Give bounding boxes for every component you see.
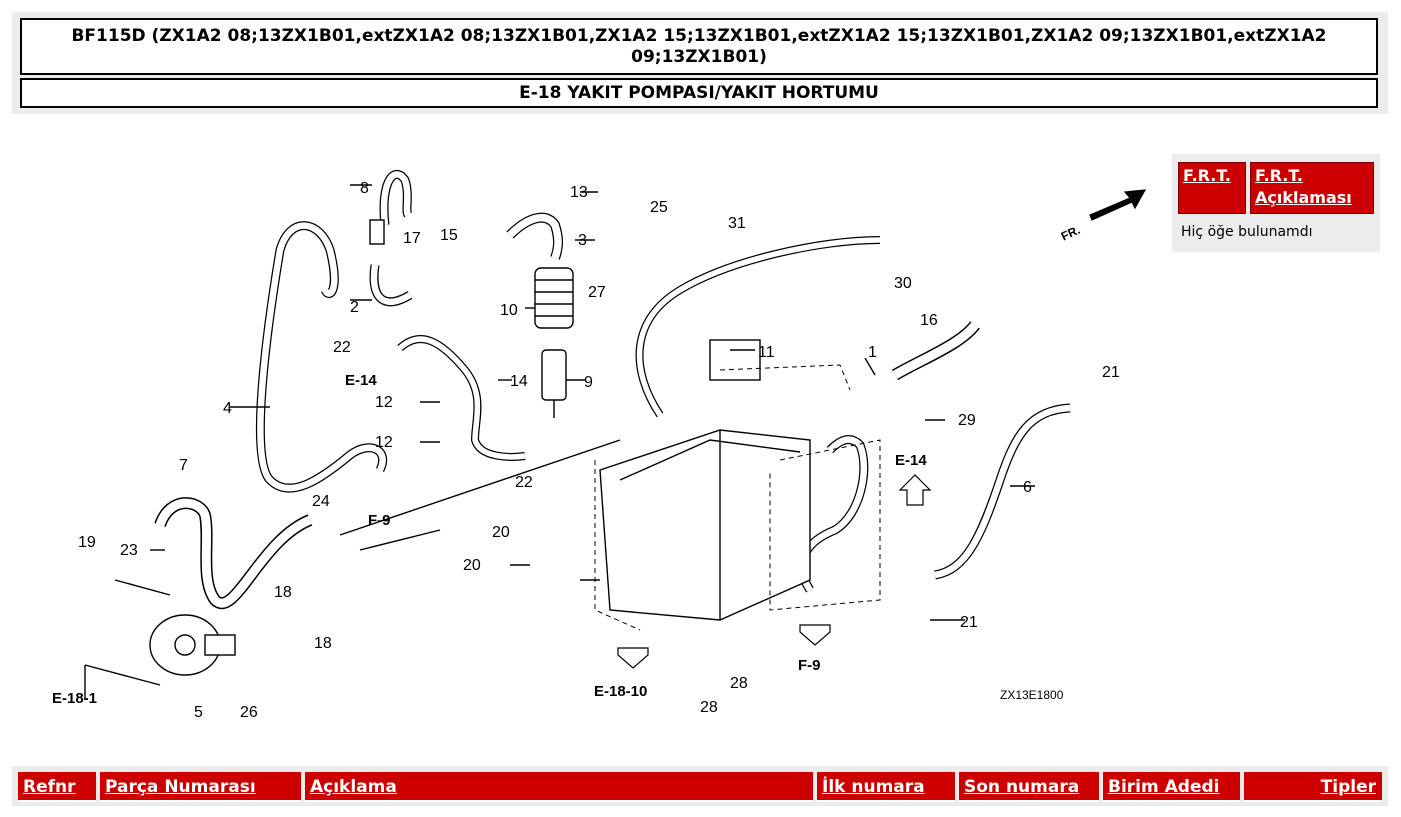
column-header-unit-qty[interactable]: Birim Adedi: [1103, 772, 1240, 802]
callout-27: 27: [588, 284, 606, 301]
frt-empty-message: Hiç öğe bulunamdı: [1181, 224, 1313, 240]
callout-5: 5: [194, 704, 203, 720]
callout-12a: 12: [375, 394, 393, 411]
callout-18b: 18: [314, 635, 332, 652]
callout-7: 7: [179, 457, 188, 474]
ref-f9-right[interactable]: F-9: [798, 657, 821, 674]
group-title: E-18 YAKIT POMPASI/YAKIT HORTUMU: [20, 78, 1378, 108]
callout-18a: 18: [274, 584, 292, 601]
callout-26: 26: [240, 704, 258, 720]
frt-column-header[interactable]: F.R.T.: [1178, 162, 1246, 214]
callout-29: 29: [958, 412, 976, 429]
parts-diagram-drawing: 8 17 15 2 13 25 3 31 10 27 22 11 9 14 4 …: [52, 170, 1147, 720]
direction-label: FR.: [1059, 223, 1082, 244]
column-header-last-number[interactable]: Son numara: [959, 772, 1099, 802]
callout-3: 3: [578, 232, 587, 249]
parts-diagram: 8 17 15 2 13 25 3 31 10 27 22 11 9 14 4 …: [20, 140, 1170, 720]
callout-28a: 28: [730, 675, 748, 692]
callout-4: 4: [223, 400, 232, 417]
callout-8: 8: [360, 180, 369, 197]
ref-e18-1[interactable]: E-18-1: [52, 690, 97, 707]
frt-description-column-header[interactable]: F.R.T. Açıklaması: [1250, 162, 1374, 214]
callout-28b: 28: [700, 699, 718, 716]
callout-13: 13: [570, 184, 588, 201]
frt-panel: F.R.T. F.R.T. Açıklaması Hiç öğe bulunam…: [1172, 154, 1380, 252]
callout-6: 6: [1023, 479, 1032, 496]
column-header-ref[interactable]: Refnr: [18, 772, 96, 802]
callout-11: 11: [758, 344, 775, 361]
callout-14: 14: [510, 373, 528, 390]
column-header-part-number[interactable]: Parça Numarası: [100, 772, 301, 802]
callout-22a: 22: [333, 339, 351, 356]
callout-30: 30: [894, 275, 912, 292]
callout-10: 10: [500, 302, 518, 319]
column-header-types[interactable]: Tipler: [1244, 772, 1382, 802]
callout-12b: 12: [375, 434, 393, 451]
model-title: BF115D (ZX1A2 08;13ZX1B01,extZX1A2 08;13…: [20, 18, 1378, 75]
callout-15: 15: [440, 227, 458, 244]
callout-9: 9: [584, 374, 593, 391]
drawing-code: ZX13E1800: [1000, 688, 1064, 702]
callout-20a: 20: [492, 524, 510, 541]
parts-table-header: Refnr Parça Numarası Açıklama İlk numara…: [12, 766, 1388, 806]
callout-1: 1: [868, 344, 877, 361]
callout-24: 24: [312, 493, 330, 510]
callout-21a: 21: [1102, 364, 1120, 381]
ref-f9-left[interactable]: F-9: [368, 512, 391, 529]
page-header: BF115D (ZX1A2 08;13ZX1B01,extZX1A2 08;13…: [12, 12, 1388, 114]
ref-e14-right[interactable]: E-14: [895, 452, 927, 469]
callout-22b: 22: [515, 474, 533, 491]
ref-e18-10[interactable]: E-18-10: [594, 683, 647, 700]
callout-31: 31: [728, 215, 746, 232]
callout-23: 23: [120, 542, 138, 559]
callout-2: 2: [350, 299, 359, 316]
callout-21b: 21: [960, 614, 978, 631]
callout-20b: 20: [463, 557, 481, 574]
callout-19: 19: [78, 534, 96, 551]
ref-e14-left[interactable]: E-14: [345, 372, 377, 389]
callout-25: 25: [650, 199, 668, 216]
column-header-first-number[interactable]: İlk numara: [817, 772, 955, 802]
column-header-description[interactable]: Açıklama: [305, 772, 813, 802]
callout-17: 17: [403, 230, 421, 247]
callout-16: 16: [920, 312, 938, 329]
